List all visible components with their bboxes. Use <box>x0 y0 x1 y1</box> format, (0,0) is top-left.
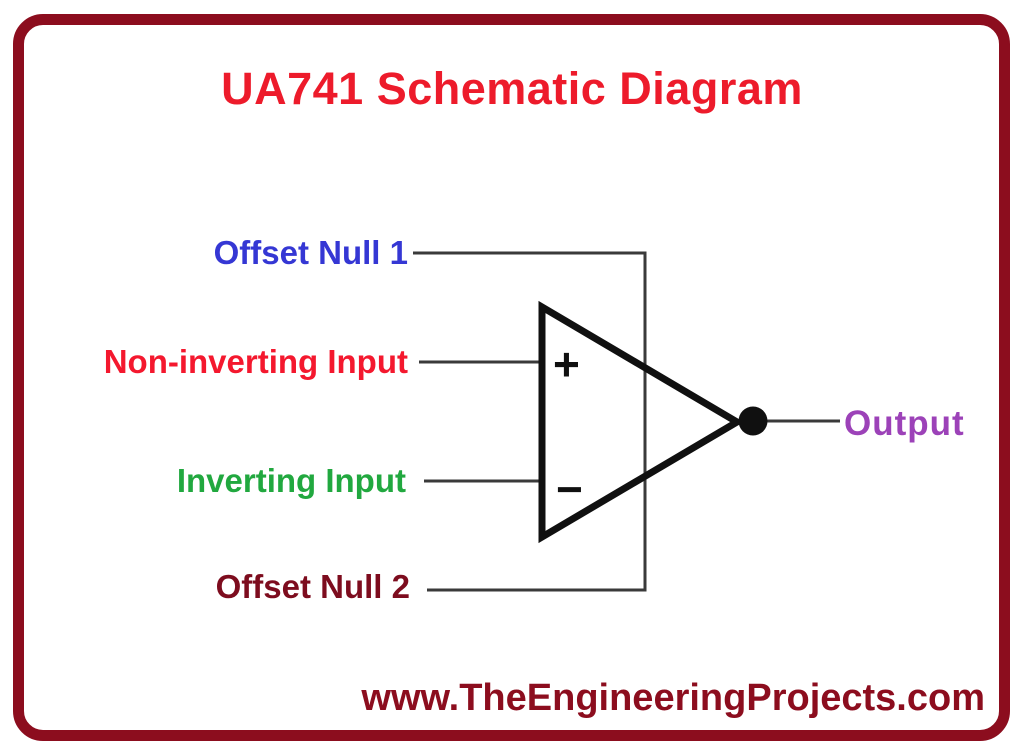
label-offset-null-1: Offset Null 1 <box>213 234 408 271</box>
minus-sign: − <box>556 463 583 515</box>
label-output: Output <box>844 404 965 443</box>
label-inverting-input: Inverting Input <box>176 462 406 499</box>
output-node-dot <box>738 406 768 436</box>
page-border <box>13 14 1010 741</box>
page-title: UA741 Schematic Diagram <box>221 63 803 114</box>
label-offset-null-2: Offset Null 2 <box>215 568 410 605</box>
plus-sign: + <box>553 338 580 390</box>
opamp-triangle <box>538 300 744 544</box>
website-url: www.TheEngineeringProjects.com <box>361 677 985 719</box>
label-non-inverting-input: Non-inverting Input <box>103 343 408 380</box>
